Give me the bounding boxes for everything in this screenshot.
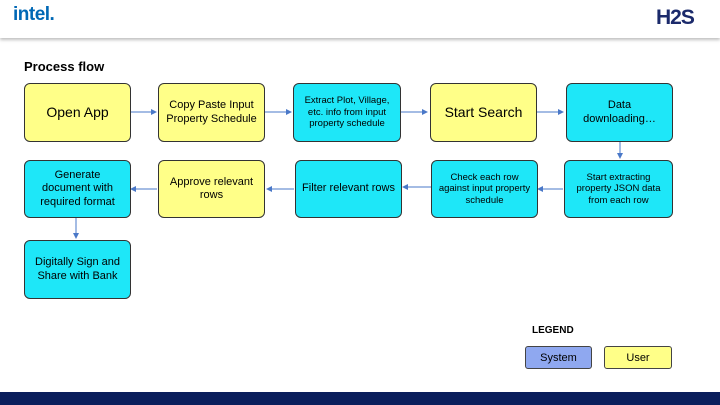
step-open-app: Open App <box>24 83 131 142</box>
legend-title: LEGEND <box>532 325 574 336</box>
step-generate-document: Generate document with required format <box>24 160 131 218</box>
step-start-search: Start Search <box>430 83 537 142</box>
step-extract-plot: Extract Plot, Village, etc. info from in… <box>293 83 401 142</box>
legend-system: System <box>525 346 592 369</box>
intel-logo: intel. <box>13 4 55 25</box>
step-data-downloading: Data downloading… <box>566 83 673 142</box>
step-approve-rows: Approve relevant rows <box>158 160 265 218</box>
page-title: Process flow <box>24 59 105 74</box>
step-check-each-row: Check each row against input property sc… <box>431 160 538 218</box>
footer-bar <box>0 392 720 405</box>
step-sign-share: Digitally Sign and Share with Bank <box>24 240 131 299</box>
h2s-logo: H2S <box>656 6 706 30</box>
h2s-logo-text: H2S <box>656 6 695 29</box>
step-filter-rows: Filter relevant rows <box>295 160 402 218</box>
legend-user: User <box>604 346 672 369</box>
step-copy-paste: Copy Paste Input Property Schedule <box>158 83 265 142</box>
step-start-extracting: Start extracting property JSON data from… <box>564 160 673 218</box>
header-bar: intel. H2S <box>0 0 720 38</box>
